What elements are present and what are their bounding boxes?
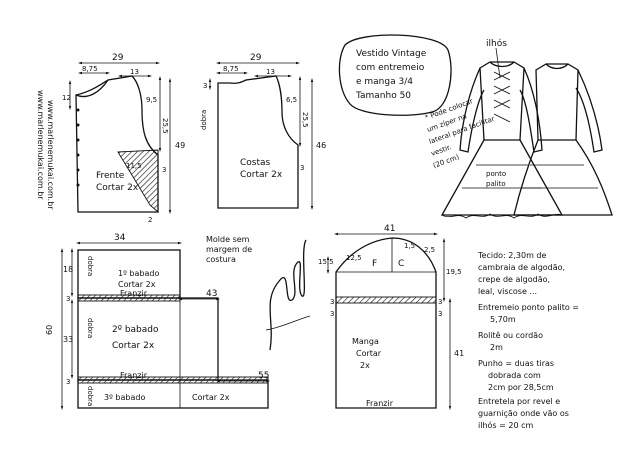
back-label: Costas [240,158,271,168]
back-shoulder-left: 8,75 [223,65,239,73]
ruffle2-fold: dobra [86,318,94,338]
front-armhole-depth: 25,5 [161,118,169,134]
sleeve-letter-c: C [398,259,404,269]
dress-front-illustration [440,61,564,219]
ruffle2-height: 33 [63,335,73,344]
materials-line-14: ilhós = 20 cm [478,420,533,430]
skirt-total-length: 60 [45,325,54,335]
front-dart: 11,5 [126,162,142,170]
sleeve-cap-height: 12,5 [346,254,362,262]
sleeve-letter-f: F [372,259,377,269]
front-cut-label: Cortar 2x [96,183,139,193]
sleeve-offset-1: 3 [330,298,334,306]
title-line-1: Vestido Vintage [356,49,427,59]
sleeve-label: Manga [352,337,379,346]
front-armhole: 9,5 [146,96,157,104]
materials-line-11: 2cm por 28,5cm [488,383,554,392]
front-width-label: 29 [112,53,124,63]
ruffle3-gather: Franzir [120,371,148,380]
sleeve-top: 1,5 [404,242,415,250]
back-hem-offset: 3 [300,164,304,172]
materials-line-5: Entremeio ponto palito = [478,303,579,312]
ruffle1-cut: Cortar 2x [118,280,156,289]
back-cut-label: Cortar 2x [240,170,283,180]
title-line-2: com entremeio [356,63,425,73]
ruffle1-label: 1º babado [118,269,159,278]
ruffle3-seam: 3 [66,378,70,386]
bodice-front-piece [68,61,172,214]
back-armhole: 6,5 [286,96,297,104]
title-line-3: e manga 3/4 [356,77,413,87]
website-text: www.marlenemukai.com.br [36,90,45,200]
mold-note-1: Molde sem [206,235,250,244]
sleeve-gather: Franzir [366,399,394,408]
ruffle2-label: 2º babado [112,325,159,335]
back-width-label: 29 [250,53,262,63]
ruffle1-seam: 3 [66,295,70,303]
materials-line-12: Entretela por revel e [478,397,560,406]
materials-line-1: Tecido: 2,30m de [477,251,547,260]
sleeve-cap-right: 19,5 [446,268,462,276]
front-length: 49 [175,141,185,150]
ruffle3-label: 3º babado [104,393,145,402]
sleeve-offset-4: 3 [438,310,442,318]
front-shoulder-left: 8,75 [82,65,98,73]
ilhos-label: ilhós [486,38,507,49]
front-hem-offset: 3 [162,166,166,174]
title-bubble [338,34,452,116]
sleeve-offset-3: 3 [438,298,442,306]
sleeve-dart: 2,5 [424,246,435,254]
ruffle2-cut: Cortar 2x [112,341,155,351]
ruffle1-width: 34 [114,233,126,243]
ponto-palito-1: ponto [486,170,506,178]
materials-line-13: guarnição onde vão os [478,409,569,418]
materials-line-6: 5,70m [490,315,516,324]
materials-line-9: Punho = duas tiras [478,359,554,368]
front-neck-drop: 12 [62,94,71,102]
sleeve-length: 41 [454,349,464,358]
front-label: Frente [96,171,125,181]
sleeve-piece [326,232,452,410]
sleeve-cut: Cortar [356,349,382,358]
ruffle3-fold: dobra [86,386,94,406]
ruffle3-width: 55 [258,371,269,381]
front-shoulder-right: 13 [130,68,139,76]
dress-back-illustration [513,63,613,216]
front-hem-point: 2 [148,216,152,224]
materials-line-8: 2m [490,343,503,352]
bodice-back-piece [208,61,314,210]
sleeve-cut-count: 2x [360,361,370,370]
materials-line-3: crepe de algodão, [478,275,550,284]
back-neck-drop: 3 [203,82,207,90]
back-armhole-depth: 25,5 [301,112,309,128]
website-text-2: www.marlenemukai.com.br [46,100,55,210]
ruffle1-fold: dobra [86,256,94,276]
ruffle3-cut: Cortar 2x [192,393,230,402]
ruffle1-gather: Franzir [120,289,148,298]
back-length: 46 [316,141,326,150]
ponto-palito-2: palito [486,180,506,188]
back-fold-label: dobra [200,110,208,130]
materials-list: Tecido: 2,30m de cambraia de algodão, cr… [477,251,579,430]
materials-line-2: cambraia de algodão, [478,263,565,272]
title-line-4: Tamanho 50 [355,91,411,101]
materials-line-4: leal, viscose ... [478,287,537,296]
mold-note-3: costura [206,255,236,264]
sleeve-cap-left: 15,5 [318,258,334,266]
mold-note-2: margem de [206,245,252,254]
materials-line-10: dobrada com [488,371,541,380]
sleeve-width: 41 [384,224,395,234]
ruffle2-width: 43 [206,289,217,299]
designer-signature [265,239,311,351]
ruffle-pieces [60,241,270,410]
ruffle1-height: 18 [63,265,73,274]
sleeve-offset-2: 3 [330,310,334,318]
back-shoulder-right: 13 [266,68,275,76]
materials-line-7: Rolitê ou cordão [478,330,543,340]
